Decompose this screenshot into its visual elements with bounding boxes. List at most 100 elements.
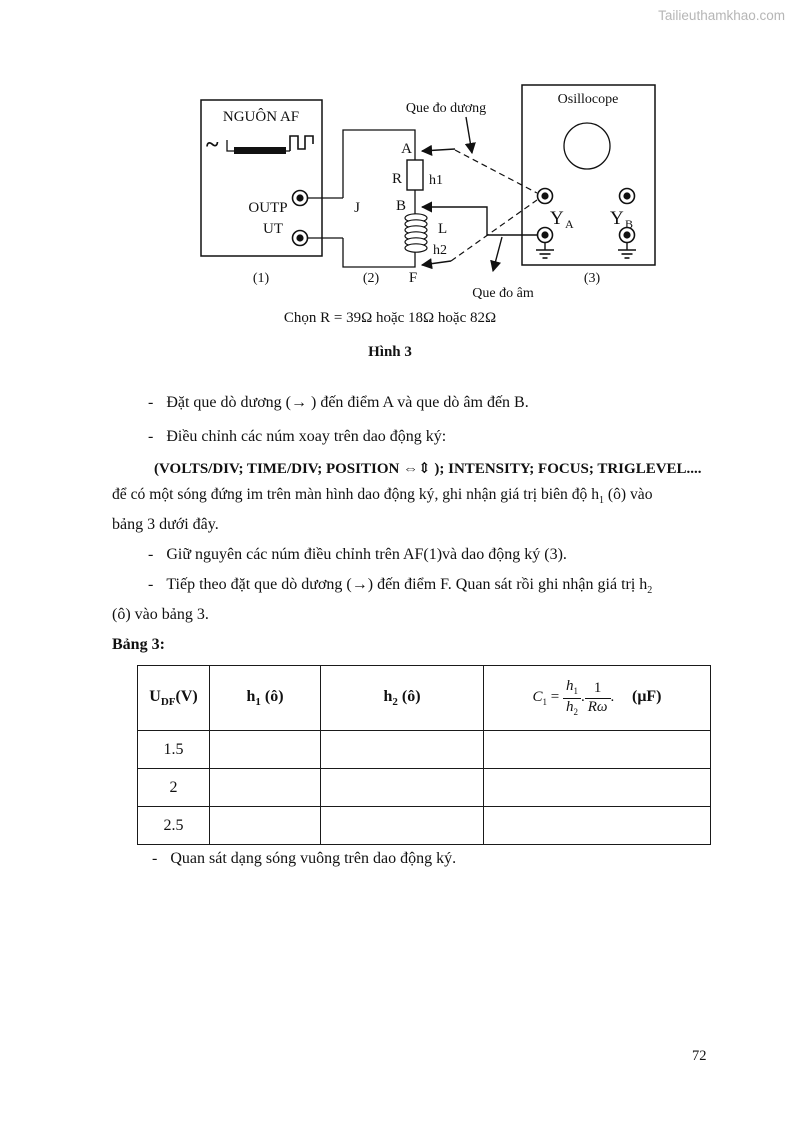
h1-subscript: 1 xyxy=(599,495,605,507)
cell-h2[interactable] xyxy=(320,768,484,807)
cell-h1[interactable] xyxy=(209,806,321,845)
cell-udf: 2.5 xyxy=(137,806,210,845)
cell-udf: 2 xyxy=(137,768,210,807)
ya-ground-terminal xyxy=(536,226,554,259)
output-label-1: OUTP xyxy=(248,200,287,216)
bullet-probe-to-f-line2: (ô) vào bảng 3. xyxy=(112,606,209,623)
watermark: Tailieuthamkhao.com xyxy=(658,8,785,23)
h1-label: h1 xyxy=(429,173,443,188)
block3-number: (3) xyxy=(584,271,601,286)
waveform-selector-icon: ~ xyxy=(206,132,314,158)
ground-icon xyxy=(536,242,554,259)
yb-input-terminal xyxy=(618,187,636,205)
cell-h2[interactable] xyxy=(320,730,484,769)
oscilloscope-title: Osillocope xyxy=(558,92,619,107)
bullet-place-probes: -Đặt que dò dương (→ ) đến điểm A và que… xyxy=(148,394,529,412)
inductor-symbol xyxy=(404,213,428,253)
af-output-terminal-bottom xyxy=(291,229,309,247)
table-title: Bảng 3: xyxy=(112,636,165,653)
bullet-dash: - xyxy=(148,576,154,593)
sine-symbol: ~ xyxy=(206,132,219,158)
bullet-dash: - xyxy=(152,850,158,867)
bullet-dash: - xyxy=(148,394,154,411)
paragraph-text: (ô) vào xyxy=(604,486,653,503)
page-number: 72 xyxy=(692,1048,707,1064)
bullet-text: Quan sát dạng sóng vuông trên dao động k… xyxy=(170,850,457,867)
node-a-label: A xyxy=(401,141,412,157)
cell-h1[interactable] xyxy=(209,768,321,807)
formula-unit: (μF) xyxy=(632,688,662,706)
resistor-symbol xyxy=(406,159,424,191)
header-formula: C1 = h1 h2 . 1 Rω . (μF) xyxy=(483,665,711,731)
oscilloscope-box: Osillocope Y A Y B xyxy=(521,84,656,286)
header-udf: UDF(V) xyxy=(137,665,210,731)
bang3-table: UDF(V) h1 (ô) h2 (ô) C1 = h1 h2 . 1 Rω xyxy=(137,665,711,845)
ground-icon xyxy=(618,242,636,259)
bullet-text: Giữ nguyên các núm điều chỉnh trên AF(1)… xyxy=(166,546,567,563)
figure-caption: Hình 3 xyxy=(368,344,412,360)
positive-probe-label: Que đo dương xyxy=(406,101,486,116)
cell-c1[interactable] xyxy=(483,768,711,807)
h2-subscript: 2 xyxy=(647,585,653,597)
node-f-label: F xyxy=(409,270,417,286)
inductor-l-label: L xyxy=(438,221,447,237)
bullet-adjust-knobs: -Điều chỉnh các núm xoay trên dao động k… xyxy=(148,428,446,446)
ya-label-sub: A xyxy=(565,217,574,231)
table-row: 1.5 xyxy=(137,730,711,769)
yb-ground-terminal xyxy=(618,226,636,259)
ya-input-terminal xyxy=(536,187,554,205)
af-output-terminal-top xyxy=(291,189,309,207)
fraction-1-rw: 1 Rω xyxy=(584,680,611,716)
bullet-dash: - xyxy=(148,428,154,445)
negative-probe-arrow xyxy=(490,236,503,273)
yb-label: Y xyxy=(610,208,624,229)
header-h2: h2 (ô) xyxy=(320,665,484,731)
cell-c1[interactable] xyxy=(483,806,711,845)
arrow-into-a xyxy=(420,144,456,156)
bullet-text: Tiếp theo đặt que dò dương (→) đến điểm … xyxy=(166,576,648,593)
arrow-into-f xyxy=(420,258,452,270)
capacitance-formula: C1 = h1 h2 . 1 Rω . (μF) xyxy=(532,678,662,717)
positive-probe-arrow xyxy=(464,116,476,155)
selector-slider xyxy=(234,147,286,154)
ya-label: Y xyxy=(550,208,564,229)
paragraph-standing-wave-line2: bảng 3 dưới đây. xyxy=(112,516,219,533)
probe-leads: Que đo dương Que đo âm xyxy=(406,101,538,301)
yb-label-sub: B xyxy=(625,217,633,231)
crt-screen xyxy=(563,122,611,170)
dashed-lead-f xyxy=(450,199,538,262)
paragraph-text: để có một sóng đứng im trên màn hình dao… xyxy=(112,486,600,503)
cell-c1[interactable] xyxy=(483,730,711,769)
resistor-r-label: R xyxy=(392,171,402,187)
bullet-text: Điều chỉnh các núm xoay trên dao động ký… xyxy=(166,428,447,445)
cell-h1[interactable] xyxy=(209,730,321,769)
fraction-h1-h2: h1 h2 xyxy=(562,678,581,717)
negative-probe-label: Que đo âm xyxy=(472,286,534,301)
resistor-choice-note: Chọn R = 39Ω hoặc 18Ω hoặc 82Ω xyxy=(283,310,497,326)
node-b-label: B xyxy=(396,198,406,214)
bullet-text: Đặt que dò dương (→ ) đến điểm A và que … xyxy=(166,394,529,411)
circuit-diagram: NGUÔN AF ~ OUTP UT (1) xyxy=(200,84,656,301)
bullet-observe-square-wave: -Quan sát dạng sóng vuông trên dao động … xyxy=(152,850,456,868)
square-wave-icon xyxy=(289,135,314,151)
cell-h2[interactable] xyxy=(320,806,484,845)
af-source-box: NGUÔN AF ~ OUTP UT (1) xyxy=(200,99,323,286)
table-row: 2 xyxy=(137,768,711,807)
bullet-probe-to-f: -Tiếp theo đặt que dò dương (→) đến điểm… xyxy=(148,576,652,596)
junction-j-label: J xyxy=(354,200,360,216)
paragraph-standing-wave-line1: để có một sóng đứng im trên màn hình dao… xyxy=(112,486,653,506)
bullet-keep-knobs: -Giữ nguyên các núm điều chỉnh trên AF(1… xyxy=(148,546,567,564)
header-h1: h1 (ô) xyxy=(209,665,321,731)
negative-lead-wire xyxy=(420,201,537,236)
block2-number: (2) xyxy=(363,271,380,286)
bullet-dash: - xyxy=(148,546,154,563)
output-label-2: UT xyxy=(263,221,283,237)
rl-loop: J A R h1 B L h2 F (2) xyxy=(342,129,447,286)
knob-list-line: (VOLTS/DIV; TIME/DIV; POSITION ⇔⇕ ); INT… xyxy=(154,461,702,477)
af-source-title: NGUÔN AF xyxy=(223,108,299,125)
block1-number: (1) xyxy=(253,271,270,286)
table-row: 2.5 xyxy=(137,806,711,845)
dashed-lead-a xyxy=(454,149,538,194)
cell-udf: 1.5 xyxy=(137,730,210,769)
